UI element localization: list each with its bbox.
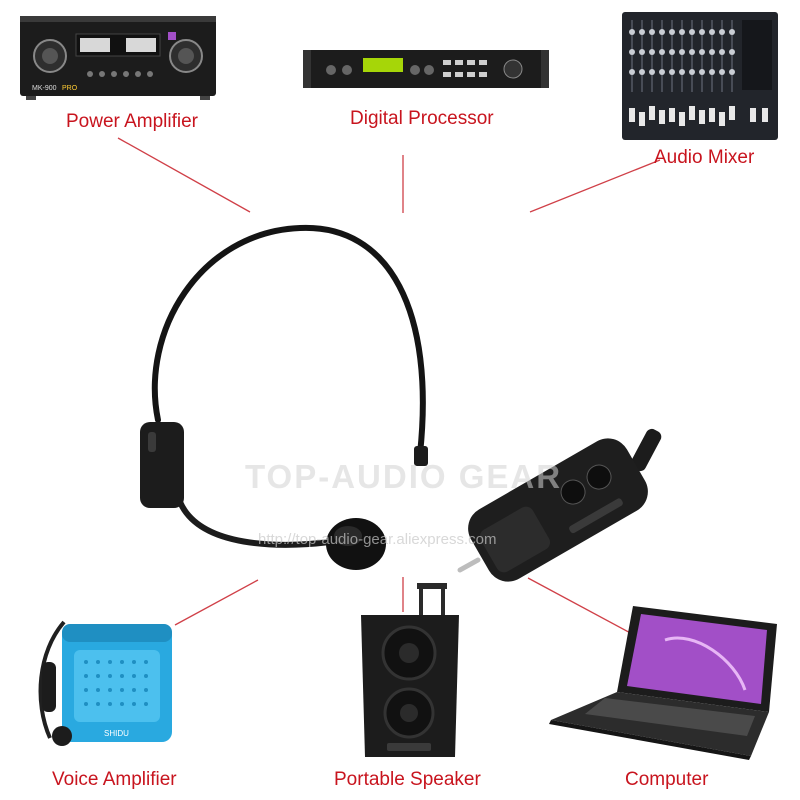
audio-mixer-icon [622,12,778,140]
watermark-url: http://top-audio-gear.aliexpress.com [258,531,497,548]
wireless-receiver-icon [457,428,662,582]
label-portable-speaker: Portable Speaker [334,769,481,790]
label-computer: Computer [625,769,709,790]
voice-amp-brand-text: SHIDU [104,729,129,738]
amp-model-text: MK-900 [32,85,57,92]
label-power-amplifier: Power Amplifier [66,111,198,132]
label-digital-processor: Digital Processor [350,108,494,129]
connector-power-amplifier [117,137,251,213]
amp-badge-text: PRO [62,85,78,92]
connector-audio-mixer [529,159,661,213]
label-voice-amplifier: Voice Amplifier [52,769,177,790]
headset-microphone-icon [140,224,428,570]
power-amplifier-icon: MK-900 PRO [20,16,216,100]
connector-computer [527,577,637,637]
connector-voice-amplifier [174,579,259,626]
laptop-computer-icon [549,606,777,760]
watermark-brand: TOP-AUDIO GEAR [245,458,563,495]
digital-processor-icon [303,50,549,88]
portable-speaker-icon [361,583,459,757]
label-audio-mixer: Audio Mixer [654,147,755,168]
voice-amplifier-icon: SHIDU [38,620,172,746]
